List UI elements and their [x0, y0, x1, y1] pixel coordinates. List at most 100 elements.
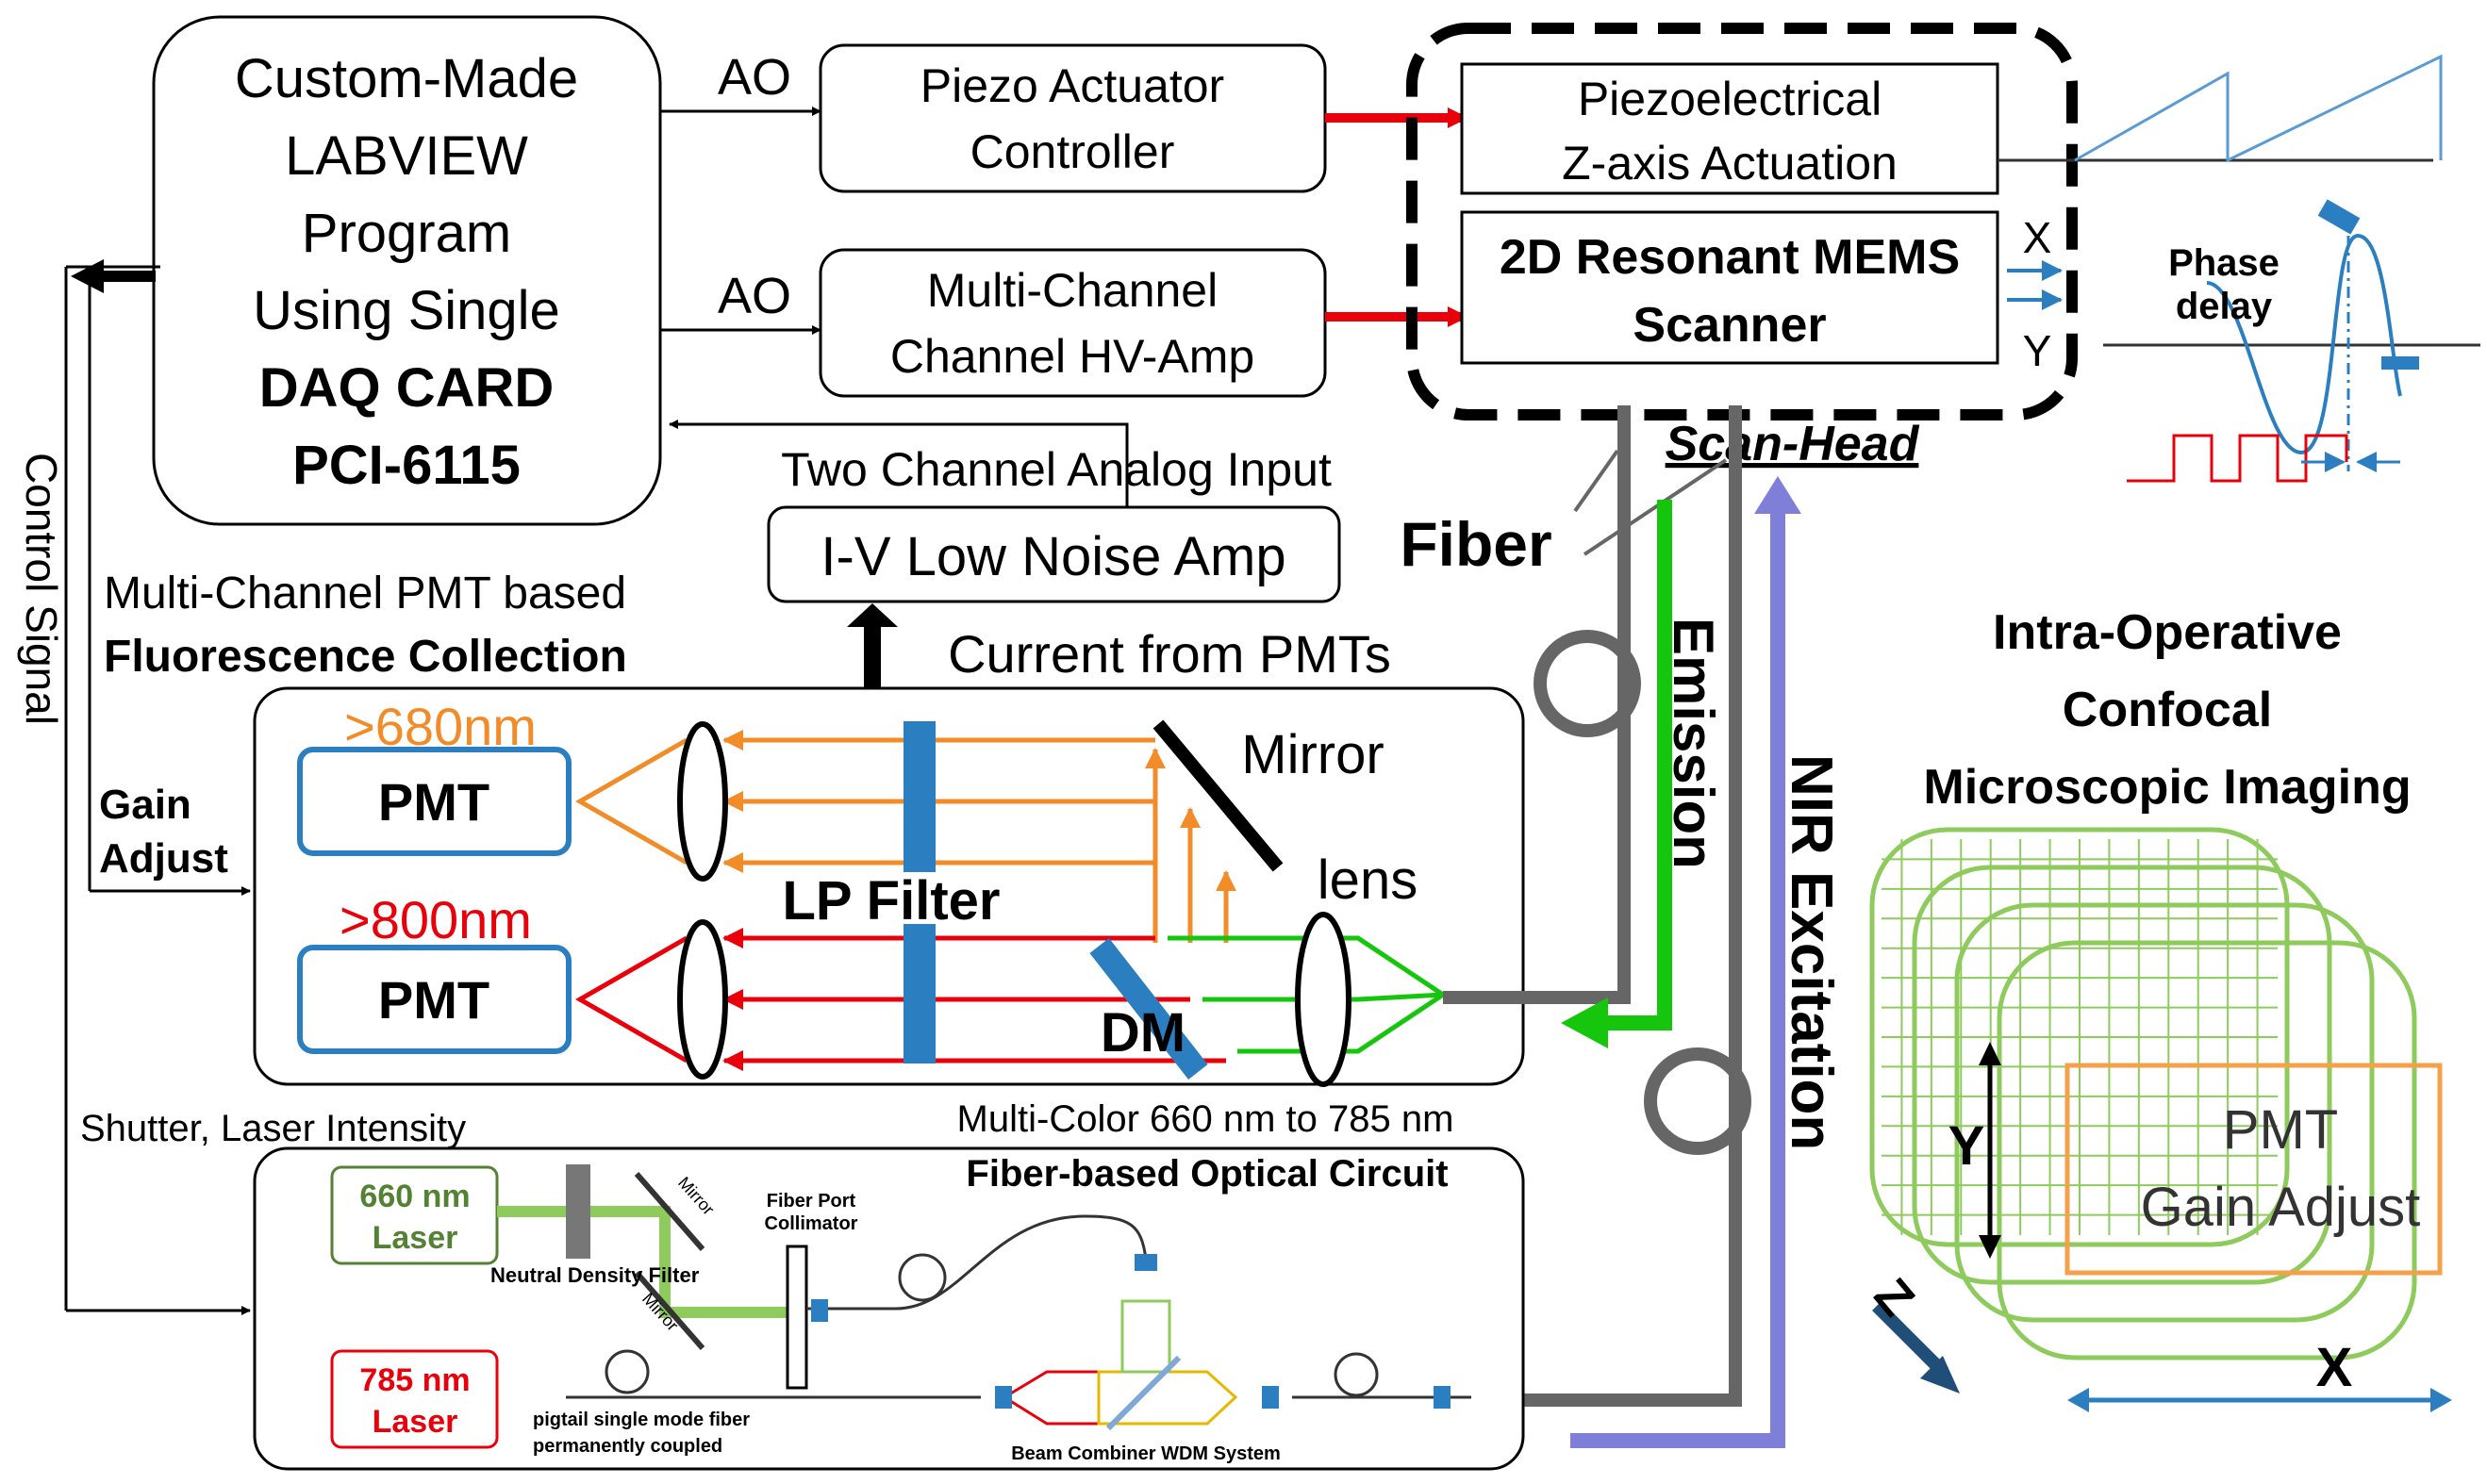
pmt-gain-region — [2064, 1063, 2443, 1276]
orange-rays — [574, 730, 1236, 943]
imaging-title-1: Intra-Operative — [1993, 605, 2342, 660]
labview-bold-line-1: DAQ CARD — [259, 357, 555, 419]
svg-text:Controller: Controller — [970, 125, 1175, 178]
ao-label-2: AO — [718, 268, 791, 324]
nir-excitation-label: NIR Excitation — [1779, 754, 1844, 1150]
fiber-pointer-1 — [1573, 449, 1619, 513]
hv-amp-box: Multi-Channel Channel HV-Amp — [819, 248, 1327, 398]
svg-text:Scanner: Scanner — [1633, 298, 1826, 353]
red-rays — [574, 928, 1226, 1071]
y-axis-arrow-up — [1979, 1042, 2001, 1065]
z-axis-arrow — [1920, 1356, 1960, 1393]
laser-660: 660 nm Laser — [330, 1165, 499, 1265]
shutter-label: Shutter, Laser Intensity — [80, 1108, 466, 1149]
optical-circuit-label: Fiber-based Optical Circuit — [966, 1153, 1448, 1195]
fiber-port-label-2: Collimator — [765, 1213, 858, 1234]
labview-line-4: Using Single — [253, 280, 560, 341]
nir-arrow-head — [1754, 476, 1801, 514]
labview-line-3: Program — [302, 203, 511, 264]
svg-text:PMT: PMT — [378, 970, 489, 1030]
pmt-680: PMT — [297, 747, 572, 856]
emission-arrow — [1594, 500, 1672, 1031]
lens-label: lens — [1318, 849, 1418, 911]
dm-label: DM — [1101, 1002, 1185, 1064]
mirror-2 — [634, 1271, 705, 1350]
pigtail-label-2: permanently coupled — [533, 1436, 722, 1457]
fiber-paths — [1443, 405, 1751, 1407]
lens-800 — [677, 919, 728, 1080]
svg-text:Laser: Laser — [373, 1220, 458, 1256]
pmt-800: PMT — [297, 945, 572, 1054]
emission-arrow-head — [1561, 998, 1608, 1048]
pigtail-label-1: pigtail single mode fiber — [533, 1410, 750, 1430]
pmt-collection-line-2: Fluorescence Collection — [104, 632, 627, 682]
wavelength-800: >800nm — [340, 890, 532, 949]
current-arrow-head — [847, 603, 898, 627]
lp-filter-label: LP Filter — [783, 870, 1001, 932]
y-axis-label: Y — [1948, 1115, 1985, 1177]
nir-arrow — [1570, 504, 1785, 1448]
iv-amp-box: I-V Low Noise Amp — [767, 505, 1341, 603]
x-axis-label: X — [2316, 1337, 2353, 1398]
image-frame-2 — [1912, 865, 2332, 1285]
fiber-pointer-2 — [1583, 458, 1728, 556]
wavelength-680: >680nm — [344, 697, 537, 756]
svg-text:Laser: Laser — [373, 1404, 458, 1440]
mirror — [1152, 719, 1284, 872]
pmt-collection-line-1: Multi-Channel PMT based — [104, 569, 626, 618]
pmt-gain-label-2: Gain Adjust — [2141, 1177, 2421, 1238]
green-rays — [1168, 935, 1445, 1054]
mirror-1 — [634, 1172, 705, 1251]
svg-text:Piezo Actuator: Piezo Actuator — [920, 59, 1224, 112]
ao-label-1: AO — [718, 49, 791, 106]
pmt-gain-label-1: PMT — [2223, 1099, 2338, 1161]
x-axis-arrow-left — [2067, 1388, 2089, 1412]
piezo-controller-box: Piezo Actuator Controller — [819, 43, 1327, 193]
image-stack — [1869, 827, 2417, 1360]
svg-text:Piezoelectrical: Piezoelectrical — [1578, 73, 1882, 125]
svg-text:I-V Low Noise Amp: I-V Low Noise Amp — [821, 526, 1285, 587]
dichroic-mirror — [1089, 938, 1208, 1080]
svg-text:660 nm: 660 nm — [359, 1179, 470, 1214]
nd-filter — [566, 1164, 590, 1259]
imaging-title-3: Microscopic Imaging — [1923, 760, 2411, 815]
image-frame-1 — [1869, 827, 2290, 1247]
wdm-label: Beam Combiner WDM System — [1011, 1443, 1281, 1464]
svg-text:785 nm: 785 nm — [359, 1362, 470, 1398]
z-axis-line — [1872, 1301, 1948, 1377]
phase-delay-waveforms: Phase delay — [2103, 199, 2480, 483]
labview-bold-line-2: PCI-6115 — [292, 435, 521, 496]
labview-line-2: LABVIEW — [285, 125, 528, 187]
analog-input-label: Two Channel Analog Input — [781, 443, 1332, 496]
svg-text:Z-axis Actuation: Z-axis Actuation — [1562, 137, 1898, 190]
svg-text:Channel HV-Amp: Channel HV-Amp — [890, 330, 1254, 383]
svg-text:2D Resonant MEMS: 2D Resonant MEMS — [1500, 230, 1960, 285]
image-frame-3 — [1954, 902, 2375, 1323]
svg-text:delay: delay — [2176, 286, 2273, 327]
multicolor-label: Multi-Color 660 nm to 785 nm — [957, 1098, 1454, 1140]
svg-text:Phase: Phase — [2168, 242, 2280, 284]
mems-scanner-box: 2D Resonant MEMS Scanner — [1460, 210, 1999, 365]
analog-input-arrow — [669, 420, 1129, 507]
collection-lens — [1295, 912, 1351, 1087]
imaging-title-2: Confocal — [2063, 683, 2272, 737]
lens-680 — [677, 721, 728, 882]
mems-x-label: X — [2023, 213, 2052, 262]
laser-785: 785 nm Laser — [330, 1349, 499, 1449]
wdm-system — [811, 1254, 1451, 1431]
labview-program-box: Custom-Made LABVIEW Program Using Single… — [152, 15, 662, 526]
scan-head-label: Scan-Head — [1666, 417, 1920, 471]
fiber-label: Fiber — [1400, 509, 1551, 579]
lp-filter-800 — [904, 924, 936, 1064]
lp-filter-680 — [904, 721, 936, 872]
current-from-pmts-label: Current from PMTs — [948, 624, 1391, 684]
control-signal-label: Control Signal — [17, 453, 66, 725]
svg-text:PMT: PMT — [378, 772, 489, 832]
gain-label: Gain — [99, 782, 191, 828]
image-frame-4 — [1997, 940, 2417, 1360]
y-axis-arrow-down — [1979, 1235, 2001, 1259]
sawtooth-waveform — [1998, 54, 2443, 163]
labview-line-1: Custom-Made — [235, 48, 578, 109]
mirror-label: Mirror — [1241, 724, 1384, 785]
